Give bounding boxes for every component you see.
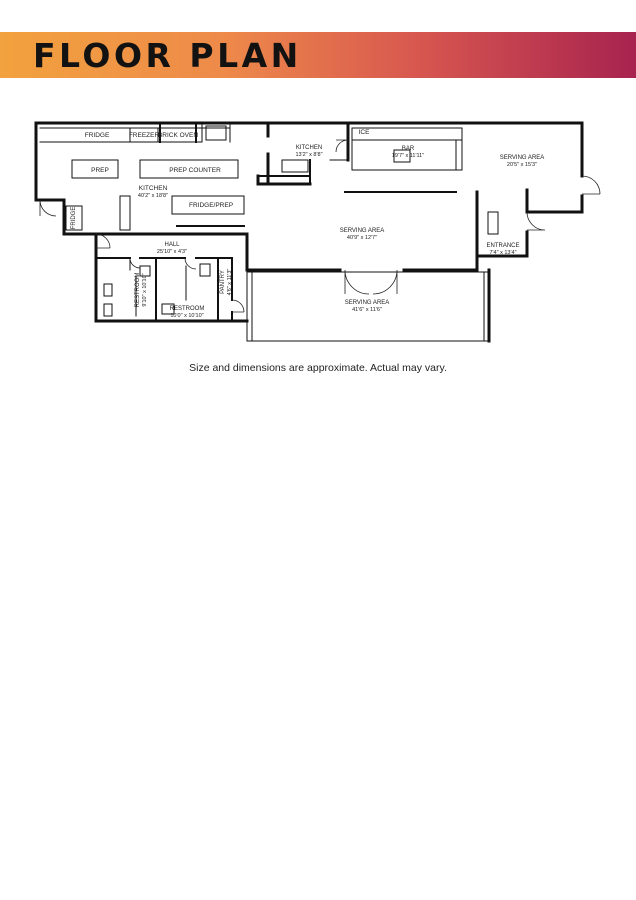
title-banner	[0, 32, 636, 78]
room-serving-right-dims: 20'5" x 15'3"	[507, 162, 537, 168]
room-hall-dims: 25'10" x 4'3"	[157, 249, 187, 255]
room-bar-dims: 19'7" x 11'11"	[392, 153, 424, 159]
room-bar-name: BAR	[402, 146, 415, 152]
room-kitchen-main-dims: 40'2" x 18'8"	[138, 193, 168, 199]
room-serving-lower-name: SERVING AREA	[345, 300, 390, 306]
plan-walls	[34, 121, 584, 343]
plan-labels: FRIDGE FREEZER BRICK OVEN PREP PREP COUN…	[71, 129, 544, 319]
room-kitchen-main-name: KITCHEN	[139, 185, 168, 192]
room-kitchen-small-name: KITCHEN	[296, 145, 322, 151]
room-fridge-label: FRIDGE	[85, 132, 110, 139]
room-serving-center-dims: 40'9" x 12'7"	[347, 235, 377, 241]
room-fridge-prep-label: FRIDGE/PREP	[189, 202, 233, 209]
room-kitchen-small-dims: 13'2" x 8'8"	[295, 152, 322, 158]
room-restroom-left-dims: 9'10" x 10'10"	[142, 273, 148, 306]
disclaimer-note: Size and dimensions are approximate. Act…	[189, 362, 447, 374]
room-restroom-left-name: RESTROOM	[135, 273, 141, 308]
room-ice-label: ICE	[359, 129, 371, 136]
room-prep-counter-label: PREP COUNTER	[169, 167, 221, 174]
plan-doors	[39, 139, 601, 313]
room-restroom-right-name: RESTROOM	[170, 306, 205, 312]
room-fridge-small-label: FRIDGE	[71, 207, 77, 230]
room-hall-name: HALL	[164, 242, 180, 248]
room-prep-label: PREP	[91, 167, 109, 174]
room-entrance-dims: 7'4" x 13'4"	[489, 250, 516, 256]
room-pantry-name: PANTRY	[220, 270, 226, 294]
room-serving-center-name: SERVING AREA	[340, 228, 385, 234]
room-restroom-right-dims: 10'0" x 10'10"	[170, 313, 203, 319]
room-serving-right-name: SERVING AREA	[500, 155, 545, 161]
room-pantry-dims: 4'6" x 11'3"	[227, 269, 233, 296]
room-brick-oven-label: BRICK OVEN	[158, 132, 198, 139]
page-title: FLOOR PLAN	[33, 36, 302, 75]
room-serving-lower-dims: 41'6" x 11'6"	[352, 307, 382, 313]
room-entrance-name: ENTRANCE	[486, 243, 519, 249]
room-freezer-label: FREEZER	[129, 132, 160, 139]
